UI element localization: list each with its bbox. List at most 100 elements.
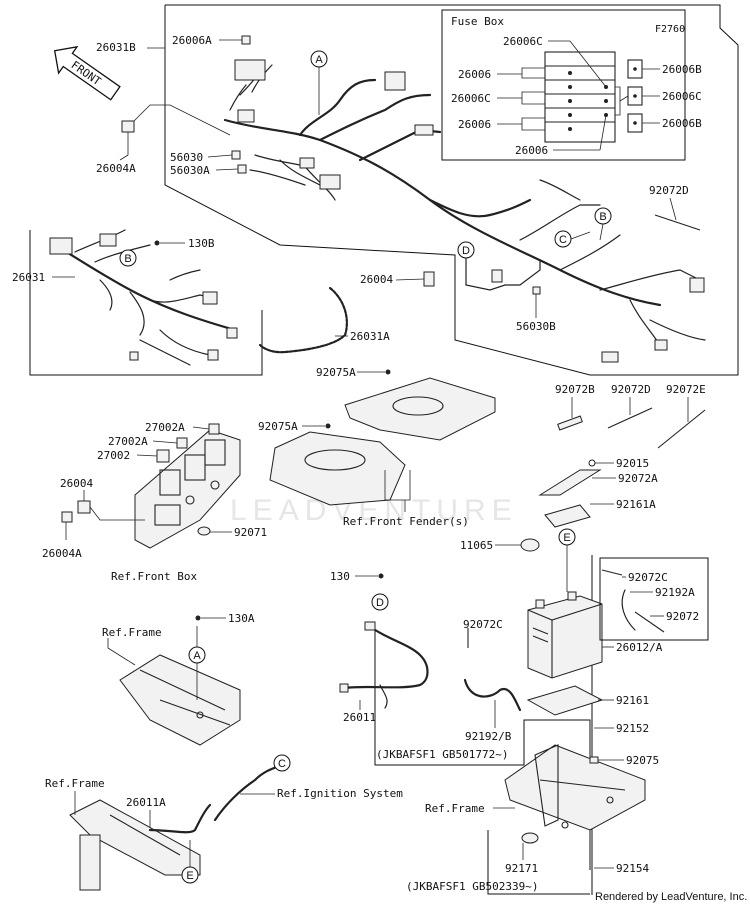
connector-56030B (532, 286, 541, 295)
label-27002A-1: 27002A (145, 421, 185, 434)
callout-B-left-text: B (124, 253, 131, 265)
bolt-130A (195, 615, 201, 621)
battery-26012A (527, 591, 603, 679)
label-26031: 26031 (12, 271, 45, 284)
callout-D-battery-text: D (376, 597, 384, 609)
callout-A-frame-text: A (193, 650, 201, 662)
relay-27002 (156, 449, 170, 463)
connector-26004A-left (61, 511, 73, 523)
label-27002A-2: 27002A (108, 435, 148, 448)
cable-tie-92072D-top (654, 214, 701, 231)
relay-27002A-1 (208, 423, 220, 435)
label-26031A: 26031A (350, 330, 390, 343)
label-92075: 92075 (626, 754, 659, 767)
battery-cable-26011 (343, 626, 429, 690)
label-92072C-right: 92072C (628, 571, 668, 584)
relay-27002A-2 (176, 437, 188, 449)
label-92152: 92152 (616, 722, 649, 735)
main-harness-frame (164, 4, 739, 376)
cable-92192A (621, 589, 636, 631)
grommet-92071 (197, 526, 211, 536)
label-130B: 130B (188, 237, 215, 250)
label-92161: 92161 (616, 694, 649, 707)
label-56030: 56030 (170, 151, 203, 164)
label-front-fender: Ref.Front Fender(s) (343, 515, 469, 528)
label-92072D-mid: 92072D (611, 383, 651, 396)
callout-B-left (119, 249, 137, 267)
connector-26004-mid (423, 271, 435, 287)
label-92075A-2: 92075A (258, 420, 298, 433)
label-56030B: 56030B (516, 320, 556, 333)
serial-2-frame (487, 830, 590, 895)
label-56030A: 56030A (170, 164, 210, 177)
label-26006B-2: 26006B (662, 117, 702, 130)
battery-tray-frame (504, 744, 646, 831)
clamp-92072B (557, 415, 583, 431)
nut-92015 (588, 459, 596, 467)
serial-2: (JKBAFSF1 GB502339~) (406, 880, 538, 893)
label-92192A: 92192A (655, 586, 695, 599)
cable-tie-92072C-right (601, 569, 623, 576)
connector-26004-left (77, 500, 91, 514)
cable-92192B (463, 678, 522, 712)
callout-C-ignition (273, 754, 291, 772)
label-26006C-right: 26006C (662, 90, 702, 103)
label-92071: 92071 (234, 526, 267, 539)
credit-text: Rendered by LeadVenture, Inc. (595, 891, 747, 903)
cable-tie-92072D-mid (607, 407, 653, 429)
label-frame-2: Ref.Frame (45, 777, 105, 790)
callout-C-right-text: C (559, 234, 567, 246)
callout-C-ignition-text: C (278, 758, 286, 770)
connector-26004A-top (121, 120, 135, 133)
pad-92161 (526, 685, 604, 716)
label-26004A-top: 26004A (96, 162, 136, 175)
main-wire-harness (223, 59, 706, 363)
label-frame-1: Ref.Frame (102, 626, 162, 639)
screw-92075A-left (325, 423, 331, 429)
parts-92072-frame (599, 557, 709, 641)
label-ignition: Ref.Ignition System (277, 787, 403, 800)
connector-56030 (231, 150, 241, 160)
clamp-92171 (521, 832, 539, 844)
label-27002: 27002 (97, 449, 130, 462)
label-26006A: 26006A (172, 34, 212, 47)
fuse-box-frame (441, 9, 686, 161)
bracket-92072A (538, 469, 602, 496)
frame-section-A (119, 654, 241, 746)
harness-26031A (258, 286, 348, 354)
label-26031B: 26031B (96, 41, 136, 54)
label-26006-2: 26006 (458, 118, 491, 131)
cap-11065 (520, 538, 540, 552)
label-frame-3: Ref.Frame (425, 802, 485, 815)
label-26004-mid: 26004 (360, 273, 393, 286)
label-26012A: 26012/A (616, 641, 663, 654)
label-92072D-top: 92072D (649, 184, 689, 197)
callout-A-top-text: A (315, 54, 323, 66)
frame-section-ignition (69, 763, 284, 891)
fuse-box-illustration (521, 51, 643, 143)
battery-frame (374, 628, 591, 870)
cable-tie-92072E (657, 409, 706, 449)
label-92171: 92171 (505, 862, 538, 875)
label-26004A-left: 26004A (42, 547, 82, 560)
label-92072E: 92072E (666, 383, 706, 396)
label-92161A: 92161A (616, 498, 656, 511)
label-11065: 11065 (460, 539, 493, 552)
label-26006B-1: 26006B (662, 63, 702, 76)
front-fender-panels (269, 377, 496, 506)
label-130A: 130A (228, 612, 255, 625)
callout-E-battery-text: E (563, 532, 570, 544)
label-92072: 92072 (666, 610, 699, 623)
label-92075A-1: 92075A (316, 366, 356, 379)
diagram-code: F2760 (655, 24, 685, 35)
label-92072A: 92072A (618, 472, 658, 485)
callout-E-ignition-text: E (186, 870, 193, 882)
label-92072B: 92072B (555, 383, 595, 396)
label-26006-3: 26006 (515, 144, 548, 157)
screw-92075A-top (385, 369, 391, 375)
label-26006-1: 26006 (458, 68, 491, 81)
fuse-box-title: Fuse Box (451, 15, 504, 28)
label-92154: 92154 (616, 862, 649, 875)
serial-1: (JKBAFSF1 GB501772~) (376, 748, 508, 761)
